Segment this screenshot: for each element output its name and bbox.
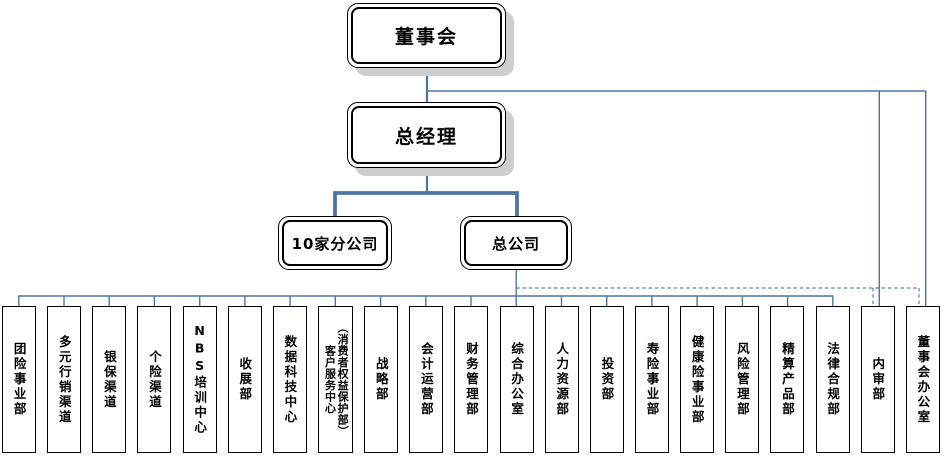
org-node-branches: 10家分公司 bbox=[278, 216, 392, 270]
dept-box-financial-management: 财务管理部 bbox=[454, 306, 489, 453]
org-node-label: 总公司 bbox=[491, 234, 540, 253]
dept-box-health-insurance: 健康险事业部 bbox=[680, 306, 715, 453]
org-node-label: 董事会 bbox=[394, 26, 458, 48]
org-node-board: 董事会 bbox=[347, 3, 506, 68]
dept-label: 内审部 bbox=[870, 357, 886, 402]
org-node-branches-frame: 10家分公司 bbox=[282, 220, 388, 266]
dept-box-nbs-training: NBS培训中心 bbox=[182, 306, 217, 453]
dept-sublabel: （消费者权益保护部） bbox=[336, 322, 350, 437]
dept-label: 综合办公室 bbox=[509, 342, 525, 417]
dept-label: 健康险事业部 bbox=[689, 334, 705, 425]
org-node-label: 总经理 bbox=[394, 125, 458, 148]
dept-label: 数据科技中心 bbox=[282, 334, 298, 425]
dept-box-human-resources: 人力资源部 bbox=[544, 306, 579, 453]
org-node-hq-frame: 总公司 bbox=[464, 220, 568, 266]
dept-label: 法律合规部 bbox=[825, 342, 841, 417]
dept-label: 收展部 bbox=[237, 357, 253, 402]
dept-box-multi-channel: 多元行销渠道 bbox=[47, 306, 82, 453]
dept-box-customer-service: 客户服务中心 （消费者权益保护部） bbox=[317, 306, 353, 453]
dept-box-individual-insurance: 个险渠道 bbox=[137, 306, 172, 453]
dept-box-risk-management: 风险管理部 bbox=[725, 306, 760, 453]
dept-label: 银保渠道 bbox=[101, 349, 117, 410]
dept-label: 人力资源部 bbox=[554, 342, 570, 417]
dept-box-bancassurance: 银保渠道 bbox=[92, 306, 127, 453]
dept-label: 客户服务中心 bbox=[323, 345, 337, 414]
dept-label: 战略部 bbox=[373, 357, 389, 402]
dept-label: 风险管理部 bbox=[734, 342, 750, 417]
dept-label: NBS培训中心 bbox=[192, 323, 208, 436]
dept-box-life-insurance: 寿险事业部 bbox=[634, 306, 669, 453]
dept-box-collection-development: 收展部 bbox=[227, 306, 262, 453]
dept-label: 投资部 bbox=[599, 357, 615, 402]
department-row: 团险事业部 多元行销渠道 银保渠道 个险渠道 NBS培训中心 收展部 数据科技中… bbox=[2, 306, 940, 453]
dept-box-internal-audit: 内审部 bbox=[860, 306, 895, 453]
dept-box-data-technology: 数据科技中心 bbox=[272, 306, 307, 453]
dept-box-group-insurance: 团险事业部 bbox=[2, 306, 36, 453]
dept-box-general-office: 综合办公室 bbox=[499, 306, 534, 453]
org-node-gm-frame: 总经理 bbox=[351, 106, 502, 164]
dept-box-accounting-operations: 会计运营部 bbox=[409, 306, 444, 453]
dept-box-legal-compliance: 法律合规部 bbox=[815, 306, 850, 453]
dept-label: 会计运营部 bbox=[418, 342, 434, 417]
dept-box-strategy: 战略部 bbox=[364, 306, 399, 453]
dept-label: 董事会办公室 bbox=[915, 334, 931, 425]
org-node-board-frame: 董事会 bbox=[351, 7, 502, 64]
org-node-head-office: 总公司 bbox=[460, 216, 572, 270]
org-node-general-manager: 总经理 bbox=[347, 102, 506, 168]
dept-box-actuarial-product: 精算产品部 bbox=[770, 306, 805, 453]
dept-label: 多元行销渠道 bbox=[56, 334, 72, 425]
dept-label: 财务管理部 bbox=[463, 342, 479, 417]
dept-label: 个险渠道 bbox=[146, 349, 162, 410]
org-node-label: 10家分公司 bbox=[291, 234, 379, 253]
dept-label: 精算产品部 bbox=[779, 342, 795, 417]
dept-box-board-office: 董事会办公室 bbox=[905, 306, 940, 453]
dept-label: 团险事业部 bbox=[11, 342, 27, 417]
dept-label: 寿险事业部 bbox=[644, 342, 660, 417]
dept-box-investment: 投资部 bbox=[589, 306, 624, 453]
